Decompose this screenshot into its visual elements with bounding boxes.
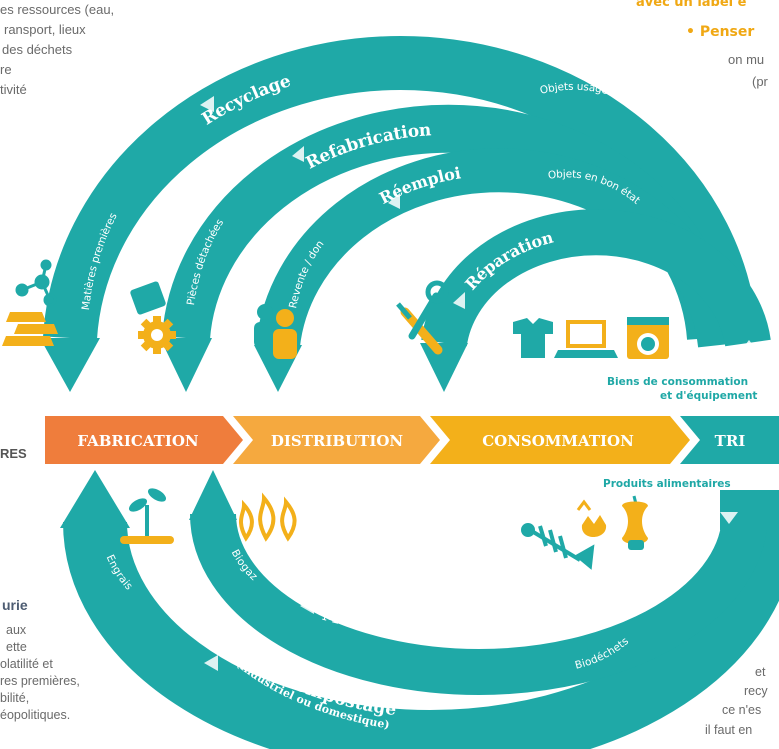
gear-icon: [138, 316, 176, 354]
recyclage-arc: [43, 36, 758, 340]
marker-produits: [720, 512, 738, 524]
left-top-line: re: [0, 62, 12, 77]
marker-refabrication: [292, 146, 304, 162]
left-top-line: ransport, lieux: [4, 22, 86, 37]
phone-icon: [130, 281, 166, 315]
marker-reemploi: [388, 193, 400, 209]
fabrication-step: [45, 416, 243, 464]
right-line-2: (pr: [752, 74, 768, 89]
right-bottom-line: ce n'es: [722, 703, 762, 717]
wrench-screwdriver-icon: [396, 280, 449, 355]
right-bottom-line: recy: [744, 684, 768, 698]
left-heading-fragment: RES: [0, 446, 27, 461]
penurie-line: bilité,: [0, 691, 30, 705]
right-bottom-line: et: [755, 665, 766, 679]
marker-objets: [740, 340, 758, 352]
marker-methanisation: [300, 598, 314, 614]
arc-markers: [200, 96, 758, 671]
left-top-line: tivité: [0, 82, 27, 97]
penurie-line: ette: [6, 640, 27, 654]
penurie-line: éopolitiques.: [0, 708, 71, 722]
distribution-label: DISTRIBUTION: [271, 432, 404, 450]
tri-step: [680, 416, 779, 464]
marker-reparation: [453, 292, 465, 309]
marker-compostage: [204, 655, 218, 671]
flame-icon: [238, 492, 297, 542]
eggshell-icon: [576, 499, 607, 538]
sprout-icon: [120, 488, 174, 544]
tri-label: TRI: [715, 432, 746, 450]
consommation-label: CONSOMMATION: [482, 432, 634, 450]
apple-core-icon: [622, 495, 648, 550]
consommation-step: [430, 416, 690, 464]
bottom-loop-arcs: [60, 470, 779, 749]
laptop-icon: [554, 320, 618, 358]
produits-alimentaires-label: Produits alimentaires: [603, 478, 731, 490]
distribution-step: [233, 416, 440, 464]
penurie-line: res premières,: [0, 674, 80, 688]
top-loop-arcs: [40, 36, 771, 392]
refabrication-arrowhead: [160, 338, 212, 392]
tri-drop: [720, 490, 779, 530]
penurie-text: aux ette olatilité et res premières, bil…: [0, 622, 80, 724]
left-top-line: des déchets: [2, 42, 73, 57]
left-top-text: es ressources (eau, ransport, lieux des …: [0, 0, 114, 100]
penurie-line: olatilité et: [0, 657, 53, 671]
right-bullet: • Penser: [686, 24, 755, 40]
fabrication-label: FABRICATION: [77, 432, 199, 450]
compostage-arc: [63, 521, 779, 749]
left-top-line: es ressources (eau,: [0, 2, 115, 17]
washing-machine-icon: [627, 317, 669, 359]
people-icon: [254, 304, 297, 359]
recyclage-arrowhead: [40, 338, 100, 392]
penurie-line: aux: [6, 623, 27, 637]
right-top-label: avec un label e: [636, 0, 747, 10]
compostage-arrowhead: [60, 470, 130, 528]
penurie-heading: urie: [2, 597, 28, 613]
right-bottom-line: il faut en: [705, 723, 753, 737]
biens-label-2: et d'équipement: [660, 390, 758, 402]
right-line-1: on mu: [728, 52, 765, 67]
methanisation-arrowhead: [189, 470, 237, 520]
main-chain: FABRICATION DISTRIBUTION CONSOMMATION TR…: [45, 416, 779, 464]
reparation-arrowhead: [420, 343, 468, 392]
reparation-arc: [421, 209, 771, 347]
molecule-icon: [15, 259, 57, 307]
methanisation-arc: [190, 513, 768, 695]
tshirt-icon: [513, 318, 553, 358]
gold-bars-icon: [2, 312, 58, 346]
marker-recyclage: [200, 96, 214, 112]
fishbone-icon: [521, 523, 595, 570]
biens-label: Biens de consommation: [607, 376, 749, 388]
